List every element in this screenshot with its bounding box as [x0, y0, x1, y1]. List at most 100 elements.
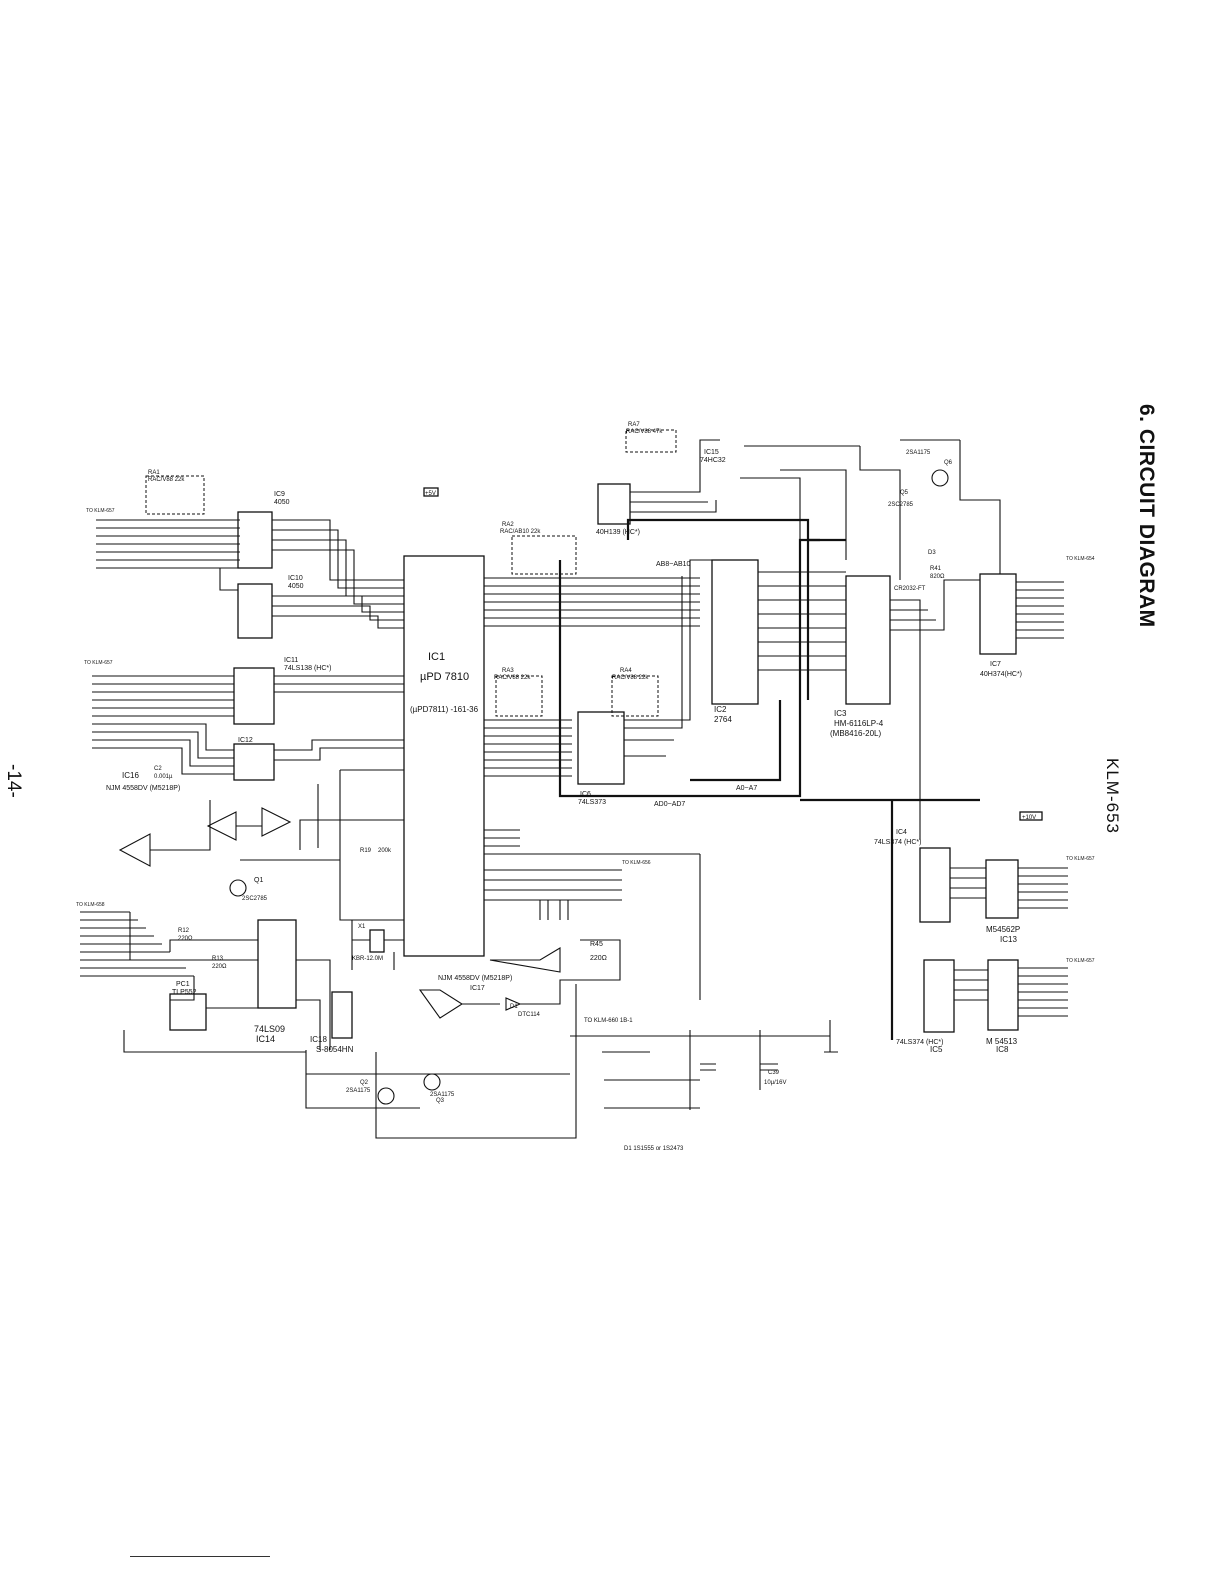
x1-ref: X1	[358, 924, 366, 930]
conn-klm660: TO KLM-660 1B-1	[584, 1018, 633, 1024]
ic1-body	[403, 555, 485, 957]
ic13-body	[985, 859, 1019, 919]
ra1-ref: RA1	[148, 470, 160, 476]
wiring	[80, 429, 1068, 1139]
ic12a-body	[233, 743, 275, 781]
pc1-ref: PC1	[176, 981, 190, 988]
ic9-body	[237, 511, 273, 569]
conn-klm656: TO KLM-656	[622, 860, 651, 866]
ra2-ref: RA2	[502, 522, 514, 528]
r45-value: 220Ω	[590, 955, 607, 962]
q3-type: 2SA1175	[430, 1092, 455, 1098]
bus-ad0-ad7: AD0~AD7	[654, 801, 685, 808]
supply-10v: +10V	[1022, 815, 1036, 821]
r13-value: 220Ω	[212, 964, 227, 970]
c39-value: 10µ/16V	[764, 1080, 786, 1086]
ic3-body	[845, 575, 891, 705]
ic18-ref: IC18	[310, 1035, 327, 1044]
bus-labels: AD0~AD7 A0~A7 AB8~AB10	[654, 561, 757, 808]
ic11-body	[233, 667, 275, 725]
pc1-body	[169, 993, 207, 1031]
ic14-body	[257, 919, 297, 1009]
conn-klm657-c: TO KLM-657	[1066, 856, 1095, 862]
q5-type: 2SC2785	[888, 502, 914, 508]
ic2-type: 2764	[714, 715, 732, 724]
transistor-labels: Q1 2SC2785 Q2 2SA1175 Q3 2SA1175 Q5 2SC2…	[242, 450, 953, 1104]
q2-ref: Q2	[360, 1080, 369, 1086]
pc1-type: TLP552	[172, 989, 197, 996]
ic4-body	[919, 847, 951, 923]
c2-ref: C2	[154, 766, 162, 772]
ic9-ref: IC9	[274, 491, 285, 498]
x1-value: KBR-12.0M	[352, 956, 383, 962]
ic10-body	[237, 583, 273, 639]
r12-value: 220Ω	[178, 936, 193, 942]
supply-5v: +5V	[425, 491, 436, 497]
ic9-type: 4050	[274, 499, 290, 506]
ic8-ref: IC8	[996, 1045, 1009, 1054]
ra2-value: RAC/AB10 22k	[500, 529, 541, 535]
ic15-ref: IC15	[704, 449, 719, 456]
bus-a0-a7: A0~A7	[736, 785, 757, 792]
ic17-ref: IC17	[470, 985, 485, 992]
ic10-ref: IC10	[288, 575, 303, 582]
q3-ref: Q3	[436, 1098, 445, 1104]
ic3-alt: (MB8416-20L)	[830, 729, 881, 738]
ic5-type: 74LS374 (HC*)	[896, 1039, 943, 1046]
ic6-type: 74LS373	[578, 799, 606, 806]
ra7-ref: RA7	[628, 422, 640, 428]
q1-type: 2SC2785	[242, 896, 268, 902]
conn-klm654: TO KLM-654	[1066, 556, 1095, 562]
ic14-type: 74LS09	[254, 1024, 285, 1034]
ic7-type: 40H374(HC*)	[980, 671, 1022, 678]
ic11-type: 74LS138 (HC*)	[284, 665, 331, 672]
ic3-ref: IC3	[834, 709, 847, 718]
ra1-value: RAC/V88 22k	[148, 477, 185, 483]
ic7-ref: IC7	[990, 661, 1001, 668]
bus-ab8-ab10: AB8~AB10	[656, 561, 691, 568]
ic6-body	[577, 711, 625, 785]
ic16-type: NJM 4558DV (M5218P)	[106, 785, 180, 792]
q1-ref: Q1	[254, 877, 263, 884]
array-labels: RA1 RAC/V88 22k RA2 RAC/AB10 22k RA3 RAC…	[148, 422, 663, 681]
ra3-ref: RA3	[502, 668, 514, 674]
ra7-value: RAC/V88 47k	[626, 429, 663, 435]
ic13-type: M54562P	[986, 925, 1020, 934]
ic8-body	[987, 959, 1019, 1031]
q6-type: 2SA1175	[906, 450, 931, 456]
ic10-type: 4050	[288, 583, 304, 590]
d3-ref: D3	[928, 550, 936, 556]
diode-note: D1 1S1555 or 1S2473	[624, 1146, 684, 1152]
ra4-value: RAC/V88 22k	[612, 675, 649, 681]
ra3-value: RAC/V88 22k	[494, 675, 531, 681]
ic2-ref: IC2	[714, 705, 727, 714]
ic18-body	[331, 991, 353, 1039]
r41-value: 820Ω	[930, 574, 945, 580]
ra3-box	[495, 675, 543, 717]
crystal-x1	[369, 929, 385, 953]
ic1-alt: (µPD7811) -161-36	[410, 705, 479, 714]
ic4-type: 74LS374 (HC*)	[874, 839, 921, 846]
ic6-ref: IC6	[580, 791, 591, 798]
connector-labels: TO KLM-657 TO KLM-657 TO KLM-658 TO KLM-…	[76, 508, 1095, 1024]
ra7-box	[625, 429, 677, 453]
ic4-ref: IC4	[896, 829, 907, 836]
ic16-ref: IC16	[122, 771, 139, 780]
ic12b-body	[597, 483, 631, 525]
ra4-box	[611, 675, 659, 717]
ic5-ref: IC5	[930, 1045, 943, 1054]
conn-klm657-d: TO KLM-657	[1066, 958, 1095, 964]
ic12-type: 40H139 (HC*)	[596, 529, 640, 536]
conn-klm658: TO KLM-658	[76, 902, 105, 908]
ra1-box	[145, 475, 205, 515]
d3-value: CR2032-FT	[894, 586, 926, 592]
q5-ref: Q5	[900, 490, 909, 496]
ic13-ref: IC13	[1000, 935, 1017, 944]
ic11-ref: IC11	[284, 657, 298, 664]
d1-value: DTC114	[518, 1012, 541, 1018]
c39-ref: C39	[768, 1070, 780, 1076]
part-labels: X1 KBR-12.0M R45 220Ω R12 220Ω R13 220Ω …	[154, 550, 945, 1086]
conn-klm657-a: TO KLM-657	[86, 508, 115, 514]
ic12-ref: IC12	[238, 737, 253, 744]
